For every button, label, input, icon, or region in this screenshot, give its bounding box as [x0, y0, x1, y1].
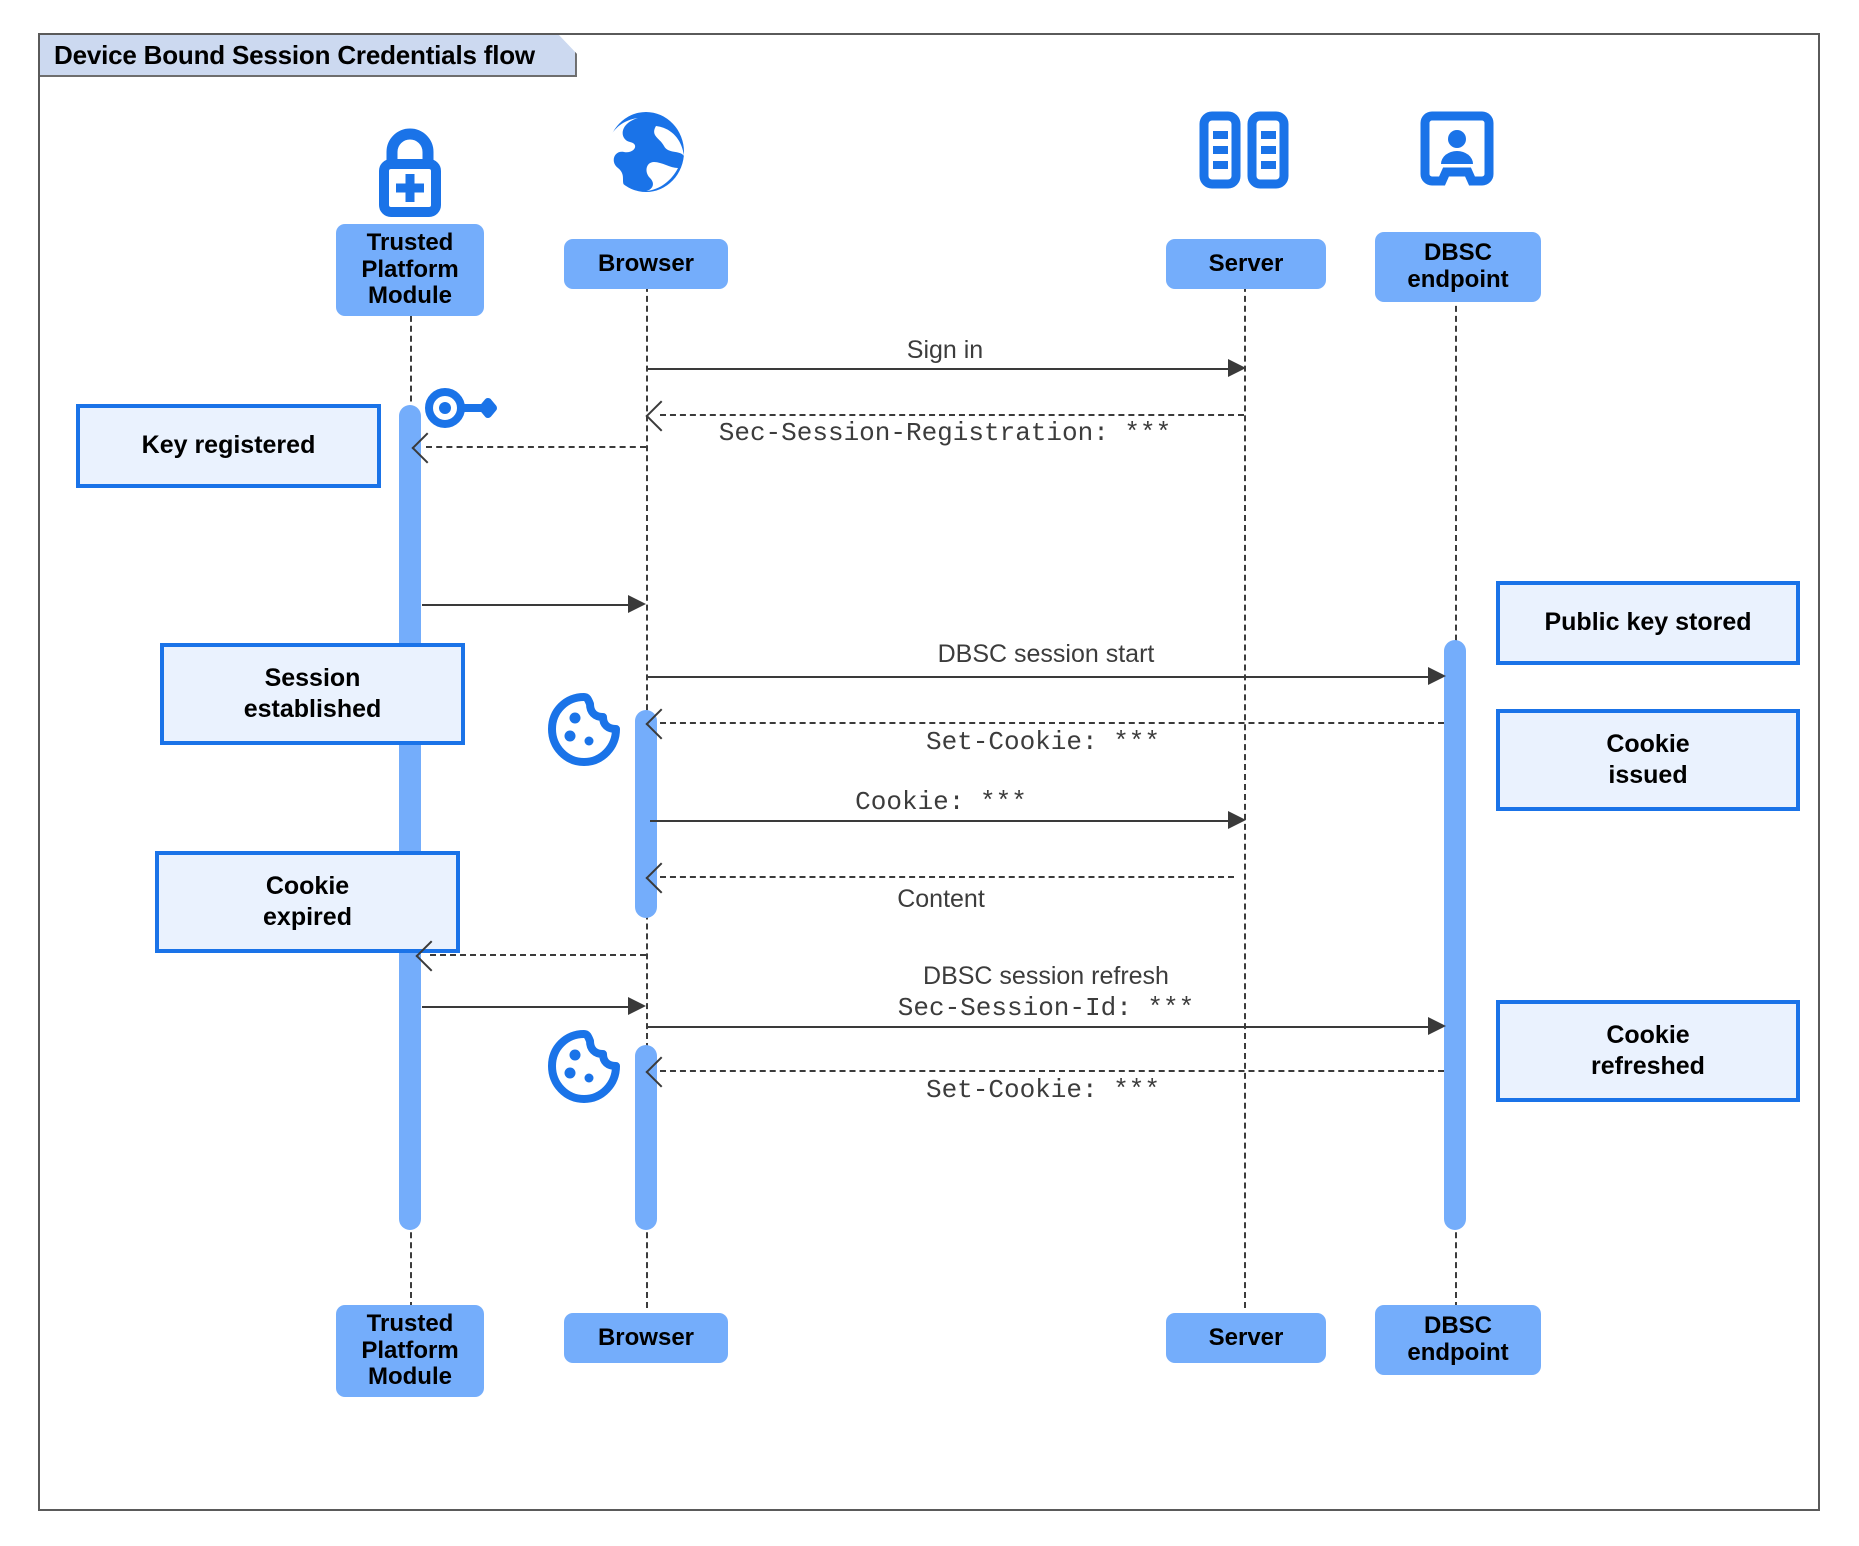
message-label-dbsc-session-start: DBSC session start: [937, 640, 1155, 668]
participant-dbsc-top[interactable]: DBSC endpoint: [1375, 232, 1541, 302]
message-label-sec-session-registration: Sec-Session-Registration: ***: [718, 418, 1172, 448]
message-line-dbsc-session-start: [648, 676, 1438, 678]
note-cookie-refreshed: Cookie refreshed: [1496, 1000, 1800, 1102]
participant-server-top[interactable]: Server: [1166, 239, 1326, 289]
message-line-tpm-to-browser-1: [422, 604, 634, 606]
arrowhead-dbsc-session-refresh: [1428, 1017, 1446, 1035]
message-line-browser-to-tpm-1: [426, 446, 646, 448]
participant-tpm-top[interactable]: Trusted Platform Module: [336, 224, 484, 316]
activation-bar-tpm: [399, 405, 421, 1230]
cookie-icon: [547, 1030, 621, 1104]
message-line-cookie: [650, 820, 1234, 822]
message-line-set-cookie-1: [660, 722, 1444, 724]
participant-tpm-bottom[interactable]: Trusted Platform Module: [336, 1305, 484, 1397]
arrowhead-sign-in: [1228, 359, 1246, 377]
arrowhead-tpm-to-browser-2: [628, 997, 646, 1015]
activation-bar-browser-1: [635, 710, 657, 918]
message-line-content: [660, 876, 1234, 878]
arrowhead-cookie: [1228, 811, 1246, 829]
activation-bar-dbsc: [1444, 640, 1466, 1230]
message-label-content: Content: [897, 885, 985, 913]
globe-icon: [598, 110, 694, 194]
id-badge-icon: [1420, 110, 1494, 194]
activation-bar-browser-2: [635, 1045, 657, 1230]
participant-browser-top[interactable]: Browser: [564, 239, 728, 289]
message-line-dbsc-session-refresh: [648, 1026, 1438, 1028]
note-key-registered: Key registered: [76, 404, 381, 488]
message-label-set-cookie-1: Set-Cookie: ***: [925, 727, 1161, 757]
message-line-browser-to-tpm-2: [430, 954, 646, 956]
note-public-key-stored: Public key stored: [1496, 581, 1800, 665]
message-label-sign-in: Sign in: [906, 336, 984, 364]
note-session-established: Session established: [160, 643, 465, 745]
note-cookie-issued: Cookie issued: [1496, 709, 1800, 811]
frame-title: Device Bound Session Credentials flow: [40, 35, 577, 77]
participant-dbsc-bottom[interactable]: DBSC endpoint: [1375, 1305, 1541, 1375]
server-racks-icon: [1192, 110, 1296, 190]
message-label-dbsc-session-refresh: DBSC session refresh: [923, 962, 1169, 990]
key-icon: [424, 382, 500, 434]
message-line-set-cookie-2: [660, 1070, 1444, 1072]
participant-browser-bottom[interactable]: Browser: [564, 1313, 728, 1363]
cookie-icon: [547, 693, 621, 767]
message-label-set-cookie-2: Set-Cookie: ***: [925, 1075, 1161, 1105]
message-label-sec-session-id: Sec-Session-Id: ***: [897, 993, 1195, 1023]
arrowhead-dbsc-session-start: [1428, 667, 1446, 685]
note-cookie-expired: Cookie expired: [155, 851, 460, 953]
arrowhead-tpm-to-browser-1: [628, 595, 646, 613]
message-line-sign-in: [648, 368, 1234, 370]
message-line-tpm-to-browser-2: [422, 1006, 634, 1008]
participant-server-bottom[interactable]: Server: [1166, 1313, 1326, 1363]
lock-plus-icon: [362, 122, 458, 222]
message-line-sec-session-registration: [660, 414, 1244, 416]
message-label-cookie: Cookie: ***: [855, 787, 1027, 817]
lifeline-server: [1244, 256, 1246, 1308]
